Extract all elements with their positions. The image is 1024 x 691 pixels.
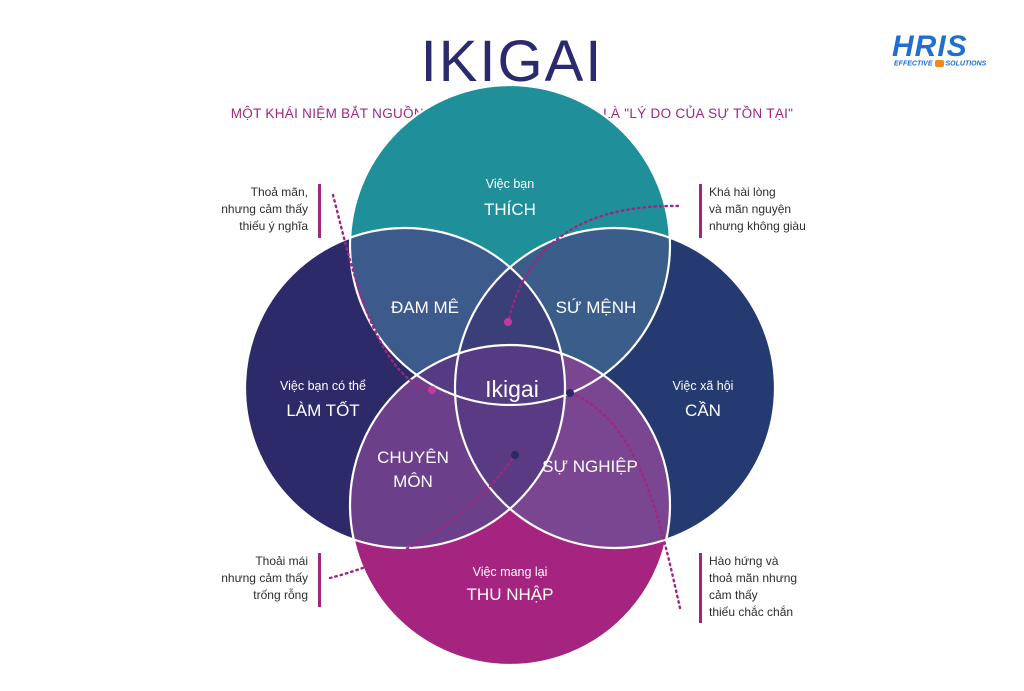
circle-paid-big-label: THU NHẬP — [467, 585, 554, 604]
note-top-right-bar — [699, 184, 702, 238]
connector-dot-vocation — [566, 389, 574, 397]
circle-good-big-label: LÀM TỐT — [286, 400, 359, 420]
circle-good-small-label: Việc bạn có thể — [280, 379, 366, 393]
circle-like-small-label: Việc bạn — [486, 177, 534, 191]
connector-dot-mission — [504, 318, 512, 326]
note-top-left: Thoả mãn, nhưng cảm thấy thiếu ý nghĩa — [221, 185, 308, 233]
connector-bottom-left — [328, 453, 517, 580]
connector-dot-profession — [511, 451, 519, 459]
circle-like-big-label: THÍCH — [484, 200, 536, 219]
overlap-good-need-paid-region — [455, 345, 565, 548]
note-bottom-right: Hào hứng và thoả mãn nhưng cảm thấy thiế… — [709, 554, 798, 619]
connector-top-right — [506, 204, 680, 324]
circle-need-small-label: Việc xã hội — [673, 379, 734, 393]
circle-need-big-label: CẦN — [685, 401, 721, 420]
overlap-profession-label-line1: CHUYÊN — [377, 448, 449, 467]
page-title: IKIGAI — [420, 29, 604, 94]
overlap-mission-label: SỨ MỆNH — [556, 298, 637, 317]
logo-dot-icon — [934, 60, 944, 67]
note-bottom-left-bar — [318, 553, 321, 607]
center-ikigai-label: Ikigai — [485, 376, 539, 402]
overlap-passion-label: ĐAM MÊ — [391, 298, 459, 317]
overlap-vocation-label: SỰ NGHIỆP — [542, 457, 638, 476]
circle-paid-small-label: Việc mang lại — [473, 565, 548, 579]
connector-top-left — [331, 193, 434, 392]
overlap-like-good-need-region — [455, 228, 565, 405]
note-bottom-left: Thoải mái nhưng cảm thấy trống rỗng — [221, 554, 308, 602]
note-top-left-bar — [318, 184, 321, 238]
connector-bottom-right — [568, 391, 682, 610]
overlap-profession-label-line2: MÔN — [393, 472, 433, 491]
connector-dot-passion — [428, 386, 436, 394]
note-bottom-right-bar — [699, 553, 702, 623]
logo-wordmark: HRIS — [892, 30, 968, 63]
note-top-right: Khá hài lòng và mãn nguyện nhưng không g… — [709, 185, 806, 233]
